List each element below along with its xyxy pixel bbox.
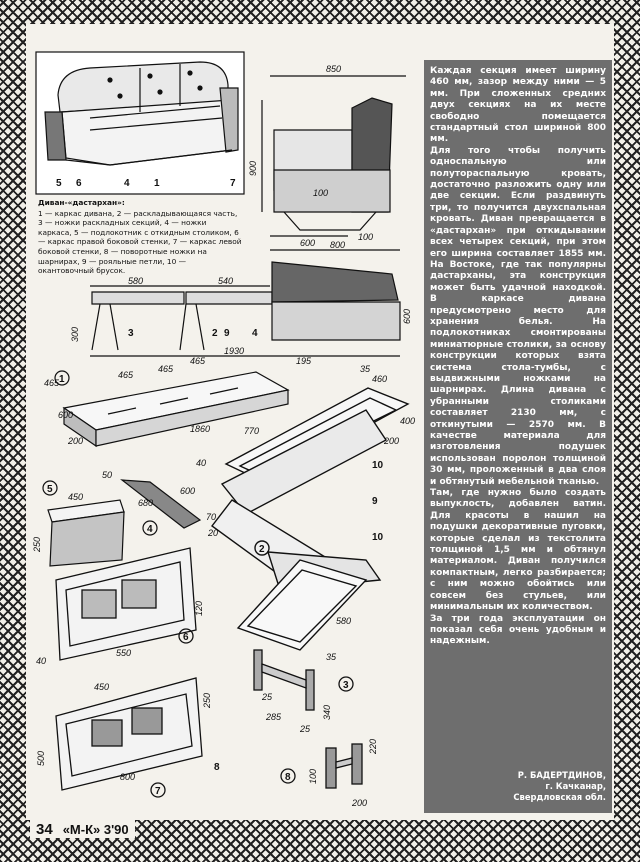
side-frame-6-drawing: 6 550 40 120 (36, 547, 204, 666)
svg-text:35: 35 (326, 652, 337, 662)
svg-text:6: 6 (76, 178, 82, 189)
svg-text:1930: 1930 (224, 346, 244, 356)
figure-caption: Диван-«дастархан»: 1 — каркас дивана, 2 … (38, 198, 242, 276)
svg-text:600: 600 (58, 410, 73, 420)
svg-text:10: 10 (372, 460, 384, 471)
svg-text:5: 5 (56, 178, 62, 189)
legs-3-drawing: 3 35 25 285 25 340 (253, 649, 354, 734)
svg-text:7: 7 (155, 786, 161, 797)
article-paragraph: Каждая секция имеет ширину 460 мм, зазор… (430, 66, 606, 145)
folding-sections-2-drawing: 35 460 400 200 770 40 50 10 9 10 2 580 (102, 364, 415, 651)
svg-text:800: 800 (330, 240, 345, 250)
svg-text:770: 770 (244, 426, 259, 436)
svg-text:300: 300 (70, 327, 80, 342)
author-region: Свердловская обл. (513, 792, 606, 803)
svg-text:10: 10 (372, 532, 384, 543)
svg-text:1860: 1860 (190, 424, 210, 434)
svg-text:8: 8 (214, 762, 220, 773)
svg-text:540: 540 (218, 276, 233, 286)
svg-text:250: 250 (32, 537, 42, 553)
svg-text:580: 580 (336, 616, 351, 626)
svg-text:900: 900 (248, 161, 258, 176)
svg-text:2: 2 (259, 544, 265, 555)
svg-text:4: 4 (147, 524, 153, 535)
article-text: Каждая секция имеет ширину 460 мм, зазор… (430, 66, 606, 648)
svg-text:1: 1 (59, 374, 65, 385)
svg-text:40: 40 (36, 656, 46, 666)
svg-text:550: 550 (116, 648, 131, 658)
svg-text:25: 25 (261, 692, 273, 702)
svg-text:220: 220 (368, 739, 378, 755)
author-name: Р. БАДЕРТДИНОВ, (517, 770, 606, 780)
svg-text:100: 100 (313, 188, 328, 198)
svg-text:6: 6 (183, 632, 189, 643)
svg-text:600: 600 (180, 486, 195, 496)
svg-text:7: 7 (230, 178, 236, 189)
svg-text:3: 3 (128, 328, 134, 339)
svg-text:680: 680 (138, 498, 153, 508)
svg-text:200: 200 (67, 436, 83, 446)
base-frame-1-drawing: 1 465 465 465 465 1860 200 600 (44, 356, 290, 448)
svg-text:450: 450 (94, 682, 109, 692)
author-signature: Р. БАДЕРТДИНОВ, г. Качканар, Свердловска… (430, 770, 606, 804)
armrest-table-5-drawing: 5 450 250 (32, 480, 125, 567)
svg-text:3: 3 (343, 680, 349, 691)
svg-text:200: 200 (351, 798, 367, 808)
svg-text:100: 100 (308, 769, 318, 784)
author-city: г. Качканар, (545, 781, 606, 792)
svg-text:70: 70 (206, 512, 216, 522)
svg-text:400: 400 (400, 416, 415, 426)
svg-text:4: 4 (124, 178, 130, 189)
svg-text:35: 35 (360, 364, 371, 374)
svg-text:460: 460 (372, 374, 387, 384)
caption-body: 1 — каркас дивана, 2 — раскладывающаяся … (38, 208, 242, 276)
page-footer: 34 «М-К» 3'90 (30, 820, 135, 838)
article-paragraph: Для того чтобы получить односпальную или… (430, 145, 606, 487)
svg-text:580: 580 (128, 276, 143, 286)
svg-text:100: 100 (358, 232, 373, 242)
article-paragraph: Там, где нужно было создать выпуклость, … (430, 488, 606, 613)
svg-text:465: 465 (44, 378, 60, 388)
side-frame-7-drawing: 450 500 800 250 7 8 (36, 677, 220, 798)
svg-text:195: 195 (296, 356, 312, 366)
svg-text:465: 465 (190, 356, 206, 366)
unfolded-view-drawing: 580 540 300 600 1930 3 2 9 4 195 (70, 261, 412, 366)
svg-text:250: 250 (202, 693, 212, 709)
svg-text:465: 465 (118, 370, 134, 380)
svg-text:500: 500 (36, 751, 46, 766)
svg-text:9: 9 (224, 328, 230, 339)
svg-text:25: 25 (299, 724, 311, 734)
svg-text:9: 9 (372, 496, 378, 507)
leg-4-drawing: 4 680 600 70 20 (120, 479, 218, 538)
svg-text:465: 465 (158, 364, 174, 374)
svg-text:285: 285 (265, 712, 282, 722)
magazine-issue: «М-К» 3'90 (62, 821, 129, 837)
text-column-background (424, 60, 612, 813)
svg-text:600: 600 (402, 309, 412, 324)
svg-text:50: 50 (102, 470, 112, 480)
svg-text:850: 850 (326, 64, 341, 74)
svg-text:200: 200 (383, 436, 399, 446)
sofa-perspective-drawing: 5 6 4 1 7 (35, 51, 245, 195)
svg-text:20: 20 (207, 528, 218, 538)
article-paragraph: За три года эксплуатации он показал себя… (430, 613, 606, 647)
svg-text:8: 8 (285, 772, 291, 783)
svg-text:40: 40 (196, 458, 206, 468)
svg-text:600: 600 (300, 238, 315, 248)
svg-text:340: 340 (322, 705, 332, 720)
svg-text:1: 1 (154, 178, 160, 189)
svg-text:5: 5 (47, 484, 53, 495)
svg-text:120: 120 (194, 601, 204, 616)
svg-text:800: 800 (120, 772, 135, 782)
side-view-drawing: 850 900 600 100 800 100 (248, 64, 406, 251)
svg-text:2: 2 (212, 328, 218, 339)
legs-8-drawing: 8 100 220 200 (280, 739, 378, 808)
svg-text:450: 450 (68, 492, 83, 502)
svg-text:4: 4 (252, 328, 258, 339)
caption-title: Диван-«дастархан»: (38, 198, 125, 207)
page-number: 34 (36, 820, 53, 838)
